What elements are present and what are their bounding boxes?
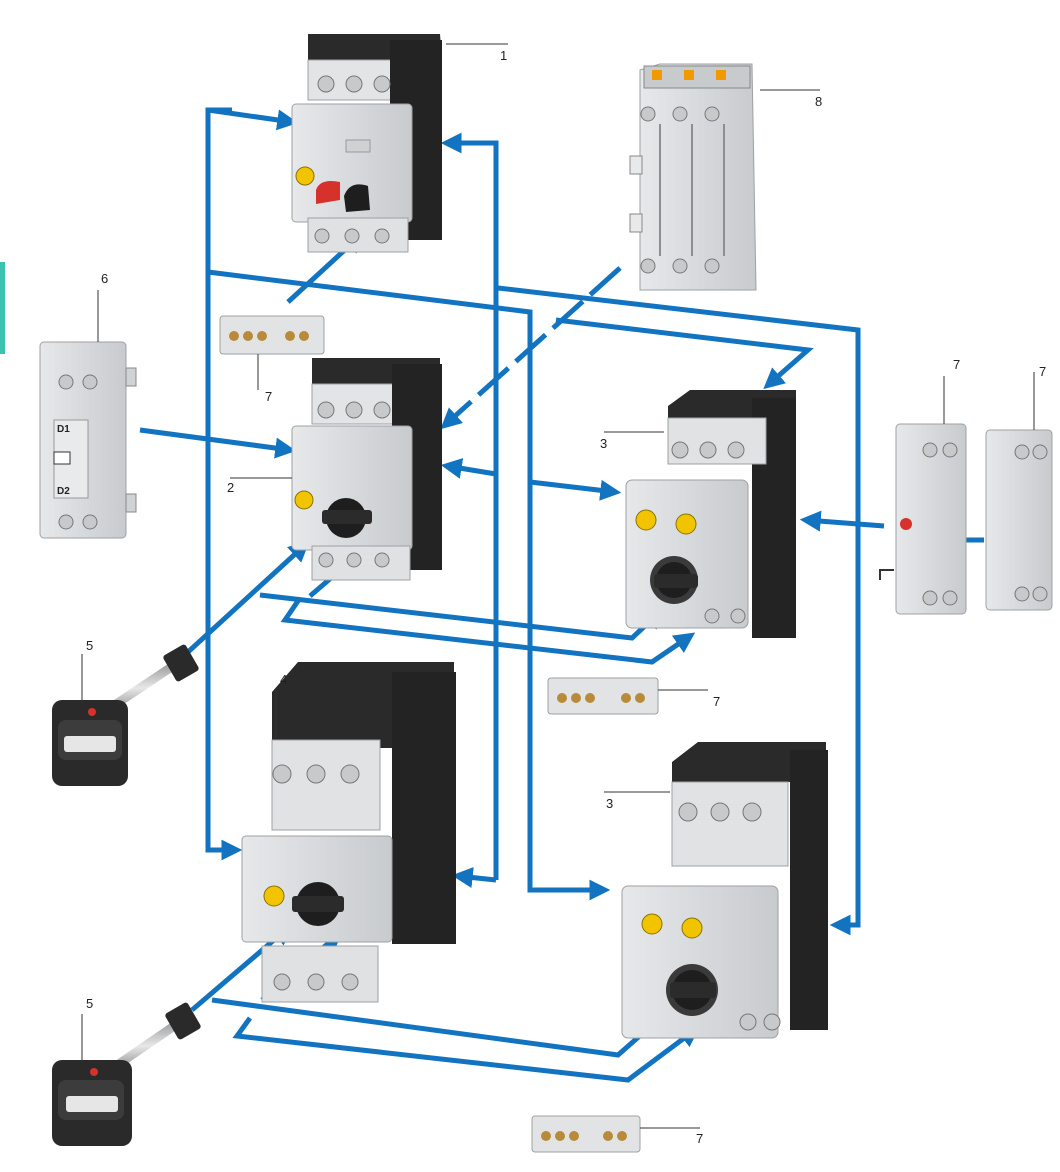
line-device2-to-device3a [260,595,660,638]
label-3-upper: 3 [600,436,607,451]
circuit-breaker-4 [242,662,456,1002]
shunt-label-d1: D1 [57,424,70,435]
label-7-side-b: 7 [1039,364,1046,379]
label-2: 2 [227,480,234,495]
label-7-side-a: 7 [953,357,960,372]
line-device4-to-device3b [212,1000,667,1055]
label-7-top: 7 [265,389,272,404]
shunt-release-6 [40,342,136,538]
door-handle-5a [52,644,200,786]
label-7-bottom: 7 [696,1131,703,1146]
leader-lines [82,44,1034,1128]
door-handle-5b [52,1002,202,1146]
label-5-lower: 5 [86,996,93,1011]
circuit-breaker-2 [292,358,442,580]
red-start-button-icon [316,181,340,204]
label-6: 6 [101,271,108,286]
label-1: 1 [500,48,507,63]
arrow-busbar-to-device-3a [556,320,808,385]
label-3-lower: 3 [606,796,613,811]
arrow-right-rail-device-4 [458,876,496,880]
front-aux-contact-7-mid [548,678,658,714]
arrow-aux-side-to-device-3a [806,520,884,526]
adjust-dial-icon [296,167,314,185]
circuit-breaker-3b [622,742,828,1038]
arrow-from-left-to-device-1 [208,110,292,122]
arrow-rail-to-device-3a [530,482,615,492]
arrow-right-rail-device-2 [447,466,496,474]
front-aux-contact-7-top [220,316,324,354]
side-aux-contact-7a [880,424,966,614]
label-4: 4 [280,672,287,687]
shunt-label-d2: D2 [57,486,70,497]
arrow-shunt-to-device-2 [140,430,290,450]
circuit-breaker-1 [292,34,442,252]
label-8: 8 [815,94,822,109]
side-aux-contact-7b [986,430,1052,610]
busbar-block-8 [630,64,756,290]
label-5-upper: 5 [86,638,93,653]
front-aux-contact-7-bottom [532,1116,640,1152]
label-7-mid: 7 [713,694,720,709]
circuit-breaker-3a [626,390,796,638]
